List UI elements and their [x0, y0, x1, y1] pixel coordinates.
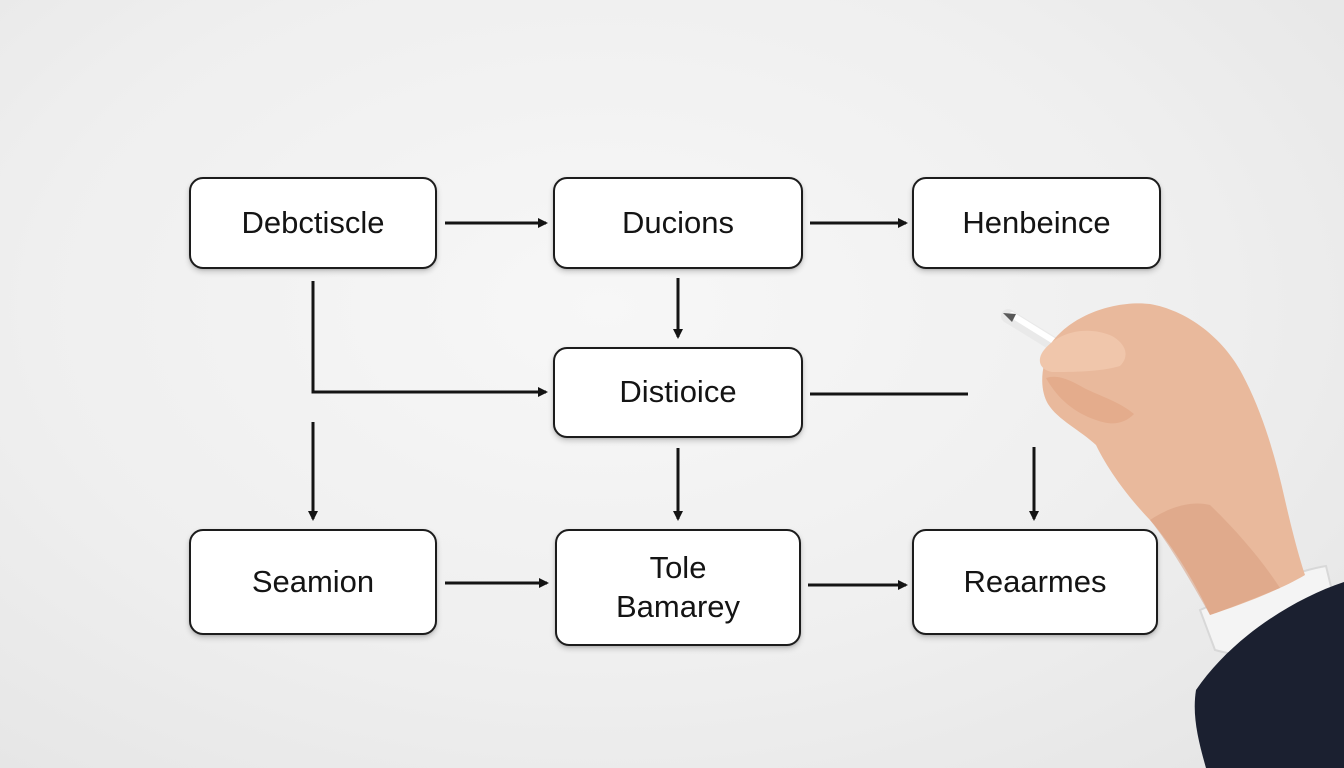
- node-n6-label-line1: Tole: [649, 549, 707, 585]
- node-n6: Tole Bamarey: [555, 529, 801, 646]
- jacket-sleeve: [1194, 582, 1344, 768]
- node-n4: Distioice: [553, 347, 803, 438]
- node-n1: Debctiscle: [189, 177, 437, 269]
- node-n2-label: Ducions: [622, 204, 734, 240]
- node-n2: Ducions: [553, 177, 803, 269]
- node-n7: Reaarmes: [912, 529, 1158, 635]
- node-n6-label-line2: Bamarey: [615, 588, 741, 624]
- edge-n1-n4: [311, 281, 548, 397]
- node-n1-label: Debctiscle: [241, 204, 385, 240]
- node-n5: Seamion: [189, 529, 437, 635]
- hand-shading: [1150, 503, 1280, 615]
- node-n3-label: Henbeince: [962, 204, 1111, 240]
- thumb: [1046, 376, 1134, 424]
- node-n7-label: Reaarmes: [963, 563, 1107, 599]
- node-n4-label: Distioice: [619, 374, 737, 410]
- index-finger: [1039, 330, 1126, 372]
- node-n5-label: Seamion: [251, 563, 375, 599]
- node-n3: Henbeince: [912, 177, 1161, 269]
